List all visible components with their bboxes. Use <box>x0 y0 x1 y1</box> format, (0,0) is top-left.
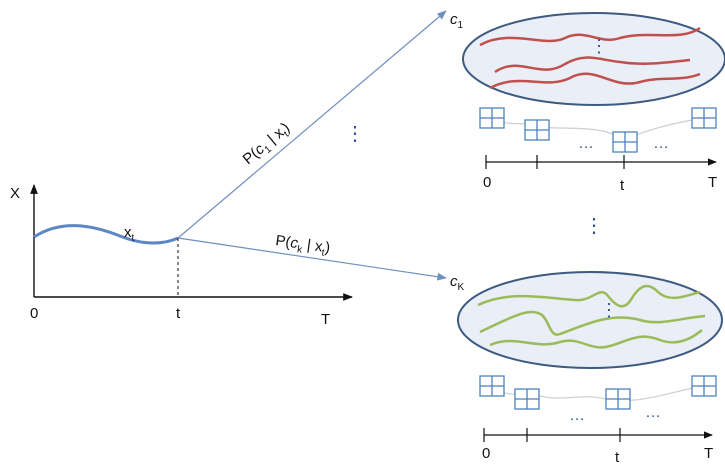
top-grid-icon-2 <box>524 119 550 141</box>
transition-vertical-dots: ⋮ <box>345 123 365 145</box>
y-axis-label: X <box>10 185 20 202</box>
top-timeline-icons: … … <box>479 107 717 153</box>
top-series-1 <box>479 26 701 47</box>
arrow-to-bottom-cluster <box>177 237 447 281</box>
observed-series-curve <box>33 224 179 245</box>
bottom-grid-icon-2 <box>514 388 540 410</box>
x-origin-label: 0 <box>30 305 38 322</box>
top-series-2 <box>494 56 691 74</box>
bottom-grid-icon-4 <box>691 375 717 397</box>
cluster-vertical-dots: ⋮ <box>584 215 604 237</box>
bottom-grid-icon-3 <box>605 388 631 410</box>
top-cluster-label: c1 <box>450 11 464 31</box>
bottom-timeline-icons: … … <box>479 375 717 424</box>
bottom-cluster-inner-dots: ⋮ <box>600 300 618 320</box>
arrow-to-top-cluster <box>177 10 447 239</box>
top-ellipsis-b: … <box>653 135 669 152</box>
top-cluster: c1 ⋮ … … 0 t T <box>450 11 725 194</box>
bottom-cluster: cK ⋮ … … 0 t T <box>450 271 723 466</box>
top-timeline-axis: 0 t T <box>483 155 717 194</box>
prob-upper-label: P(c1 | xt) <box>240 119 295 170</box>
bottom-ellipsis-b: … <box>645 404 661 421</box>
transitions: P(c1 | xt) P(ck | xt) ⋮ <box>177 10 447 281</box>
top-ellipsis-a: … <box>578 135 594 152</box>
bottom-series-2 <box>479 310 706 336</box>
top-axis-end: T <box>708 174 717 191</box>
bottom-axis-end: T <box>704 445 713 462</box>
top-grid-icon-3 <box>612 131 638 153</box>
left-plot: X 0 t T xt <box>10 184 353 328</box>
top-cluster-inner-dots: ⋮ <box>590 36 608 56</box>
bottom-axis-start: 0 <box>482 445 490 462</box>
top-series-3 <box>489 72 701 90</box>
bottom-grid-icon-1 <box>479 375 505 397</box>
top-timeline-link <box>491 117 704 141</box>
bottom-series-1 <box>477 284 701 308</box>
bottom-cluster-label: cK <box>450 273 465 293</box>
top-grid-icon-1 <box>479 107 505 129</box>
top-axis-mid: t <box>620 177 625 194</box>
bottom-timeline-axis: 0 t T <box>482 428 713 466</box>
prob-lower-label: P(ck | xt) <box>274 232 331 259</box>
top-grid-icon-4 <box>691 107 717 129</box>
bottom-axis-mid: t <box>615 449 620 466</box>
curve-label: xt <box>124 224 135 244</box>
x-time-label: t <box>176 305 181 322</box>
bottom-series-3 <box>489 329 703 349</box>
bottom-ellipsis-a: … <box>569 407 585 424</box>
x-end-label: T <box>321 311 330 328</box>
top-axis-start: 0 <box>483 174 491 191</box>
